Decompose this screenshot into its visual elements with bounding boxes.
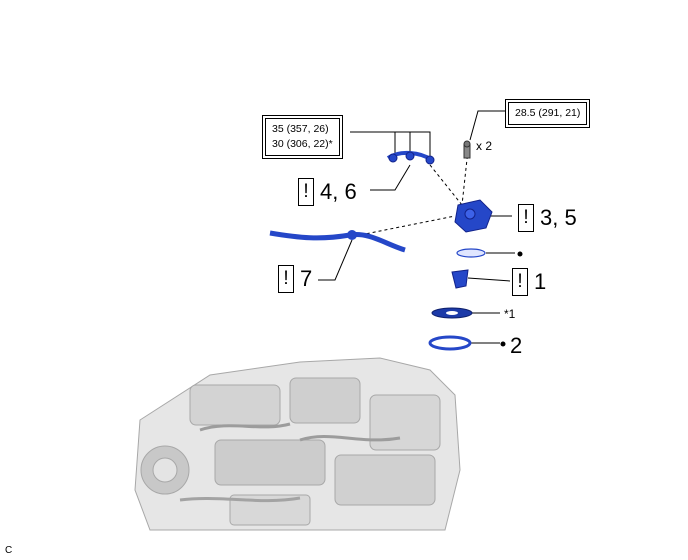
callout-7: ! 7 xyxy=(278,265,312,293)
hose-line xyxy=(269,230,406,253)
callout-text: 3, 5 xyxy=(540,205,577,230)
callout-text: 4, 6 xyxy=(320,179,357,204)
seal-ring xyxy=(428,335,506,351)
pump-assembly xyxy=(454,199,493,233)
callout-text: 1 xyxy=(534,269,547,294)
callout-4-6: ! 4, 6 xyxy=(298,178,357,206)
gasket xyxy=(431,307,473,319)
torque-box-bolt: 28.5 (291, 21) xyxy=(505,99,591,128)
gasket-mark: *1 xyxy=(504,307,516,321)
callout-3-5: ! 3, 5 xyxy=(518,204,577,232)
seal-number: 2 xyxy=(510,333,523,358)
figure-corner-label: C xyxy=(5,545,13,556)
callout-text: 7 xyxy=(300,266,313,291)
caution-icon: ! xyxy=(512,268,528,296)
torque-box-hose: 35 (357, 26) 30 (306, 22)* xyxy=(262,115,343,159)
small-ring xyxy=(456,248,523,258)
torque-value-1: 35 (357, 26) xyxy=(272,123,329,135)
bolt xyxy=(463,140,471,159)
hose-clamps xyxy=(386,151,435,165)
engine-illustration xyxy=(134,357,461,531)
assembly-dashes xyxy=(354,149,469,237)
bolt-quantity: x 2 xyxy=(476,139,493,153)
plug xyxy=(451,269,469,289)
caution-icon: ! xyxy=(298,178,314,206)
torque-value-bolt: 28.5 (291, 21) xyxy=(508,102,588,125)
caution-icon: ! xyxy=(518,204,534,232)
caution-icon: ! xyxy=(278,265,294,293)
leader-lines xyxy=(318,110,515,344)
torque-value-2: 30 (306, 22)* xyxy=(272,138,333,150)
callout-1: ! 1 xyxy=(512,268,546,296)
